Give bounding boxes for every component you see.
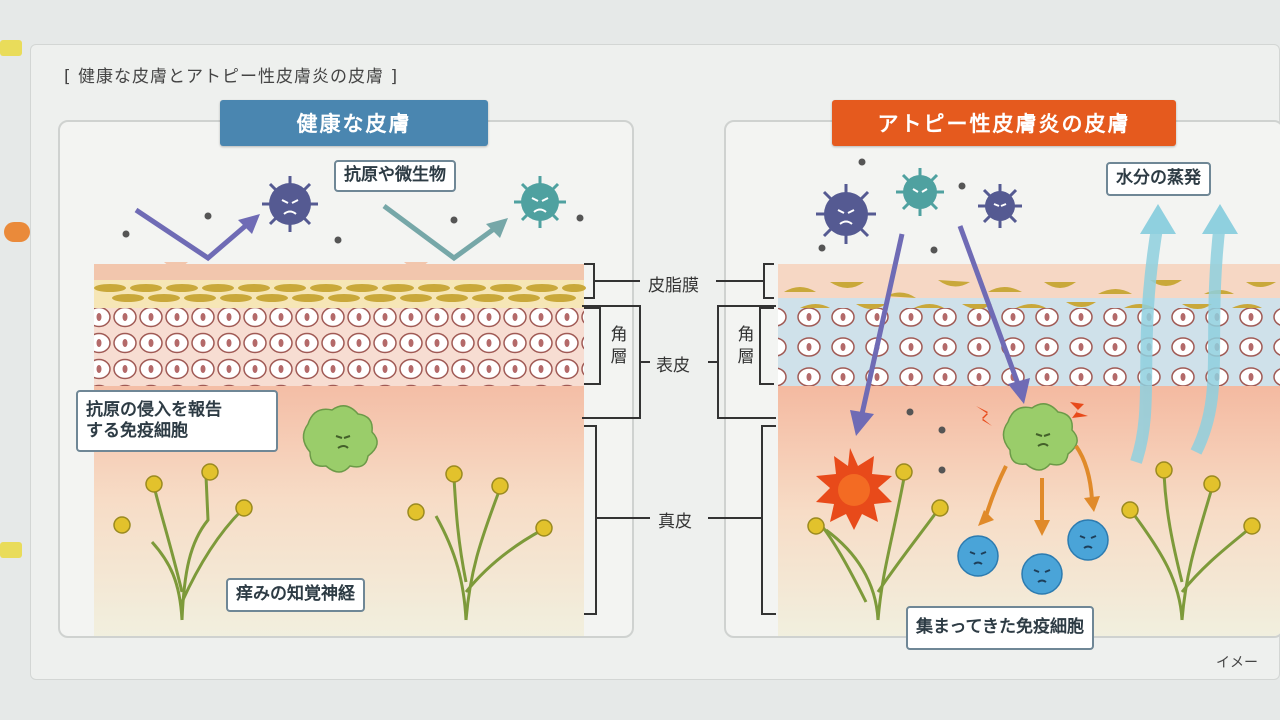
healthy-skin-illustration <box>94 176 586 636</box>
label-stratum-corneum-right: 角 層 <box>737 325 755 367</box>
sticky-tab-yellow <box>0 40 22 56</box>
damaged-stratum-corneum-cells <box>778 308 1280 386</box>
nerve-icon-left <box>820 477 940 621</box>
inflammation-burst-icon <box>816 448 892 530</box>
pathogen-icon-teal <box>896 168 944 216</box>
immune-cell-icon <box>302 405 378 473</box>
page-title: [ 健康な皮膚とアトピー性皮膚炎の皮膚 ] <box>64 67 399 87</box>
healthy-skin-badge: 健康な皮膚 <box>220 100 488 146</box>
flower-mark-orange <box>4 222 30 242</box>
healthy-skin-panel <box>58 120 634 638</box>
callout-immune-cell-report: 抗原の侵入を報告 する免疫細胞 <box>76 390 278 452</box>
label-epidermis: 表皮 <box>656 356 690 376</box>
pathogen-icon-small <box>978 184 1022 228</box>
arrow-bounce-teal <box>382 203 500 262</box>
label-sebum-film: 皮脂膜 <box>648 276 699 296</box>
callout-gathered-immune-cells: 集まってきた免疫細胞 <box>906 606 1094 650</box>
nerve-icon-right <box>434 477 543 621</box>
immune-cell-icon <box>1002 403 1078 471</box>
arrow-bounce-purple <box>134 207 252 262</box>
atopic-skin-badge: アトピー性皮膚炎の皮膚 <box>832 100 1176 146</box>
label-stratum-corneum-left: 角 層 <box>610 325 628 367</box>
pathogen-icon <box>262 176 318 232</box>
signal-arrows-orange <box>984 444 1094 524</box>
sebum-film <box>94 280 586 308</box>
label-dermis: 真皮 <box>658 512 692 532</box>
pathogen-icon-teal <box>514 176 566 228</box>
nerve-icon-left <box>150 475 244 621</box>
atopic-skin-panel <box>724 120 1280 638</box>
atopic-skin-illustration <box>778 158 1280 636</box>
blue-immune-cells <box>957 519 1109 595</box>
nerve-icon-right <box>1130 473 1251 621</box>
callout-antigens-microbes: 抗原や微生物 <box>334 160 456 192</box>
image-credit: イメー <box>1216 655 1258 671</box>
callout-water-evaporation: 水分の蒸発 <box>1106 162 1211 196</box>
vapor-arrow-icon <box>1130 221 1226 464</box>
particle-dots <box>122 212 584 244</box>
callout-itch-nerve: 痒みの知覚神経 <box>226 578 365 612</box>
pathogen-icon <box>816 184 876 244</box>
stratum-corneum-cells <box>94 308 584 386</box>
penetration-arrow-purple <box>859 225 1021 415</box>
sticky-tab-yellow-2 <box>0 542 22 558</box>
